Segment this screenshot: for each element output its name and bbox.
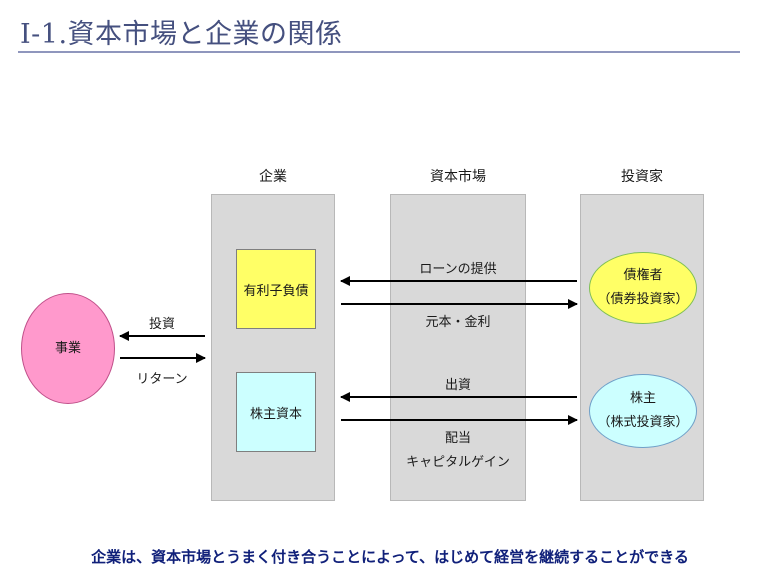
invest-label: 投資 <box>148 317 175 332</box>
business-label: 事業 <box>54 340 81 356</box>
conclusion-text: 企業は、資本市場とうまく付き合うことによって、はじめて経営を継続することができる <box>91 548 689 566</box>
capital-label: 出資 <box>444 378 471 393</box>
equity-box: 株主資本 <box>236 372 316 452</box>
shareholder-ellipse: 株主 （株式投資家） <box>589 374 697 448</box>
business-ellipse: 事業 <box>21 293 115 404</box>
loan-label: ローンの提供 <box>419 262 497 277</box>
creditor-subtitle: （債券投資家） <box>597 292 689 307</box>
debt-box-label: 有利子負債 <box>243 283 309 299</box>
principal-interest-label: 元本・金利 <box>425 315 491 330</box>
creditor-name: 債権者 <box>623 268 663 283</box>
market-panel <box>390 194 526 501</box>
column-header-market: 資本市場 <box>430 169 486 185</box>
column-header-investor: 投資家 <box>621 169 663 185</box>
equity-box-label: 株主資本 <box>249 406 302 422</box>
debt-box: 有利子負債 <box>236 249 316 329</box>
capital-gain-label: キャピタルゲイン <box>406 455 510 470</box>
return-label: リターン <box>136 372 188 387</box>
column-header-company: 企業 <box>259 169 287 185</box>
shareholder-subtitle: （株式投資家） <box>597 415 689 430</box>
creditor-ellipse: 債権者 （債券投資家） <box>589 252 697 324</box>
shareholder-name: 株主 <box>629 391 656 406</box>
dividend-label: 配当 <box>444 431 471 446</box>
title-divider <box>18 51 740 53</box>
slide-title: I-1.資本市場と企業の関係 <box>20 19 343 50</box>
investor-panel <box>580 194 704 501</box>
